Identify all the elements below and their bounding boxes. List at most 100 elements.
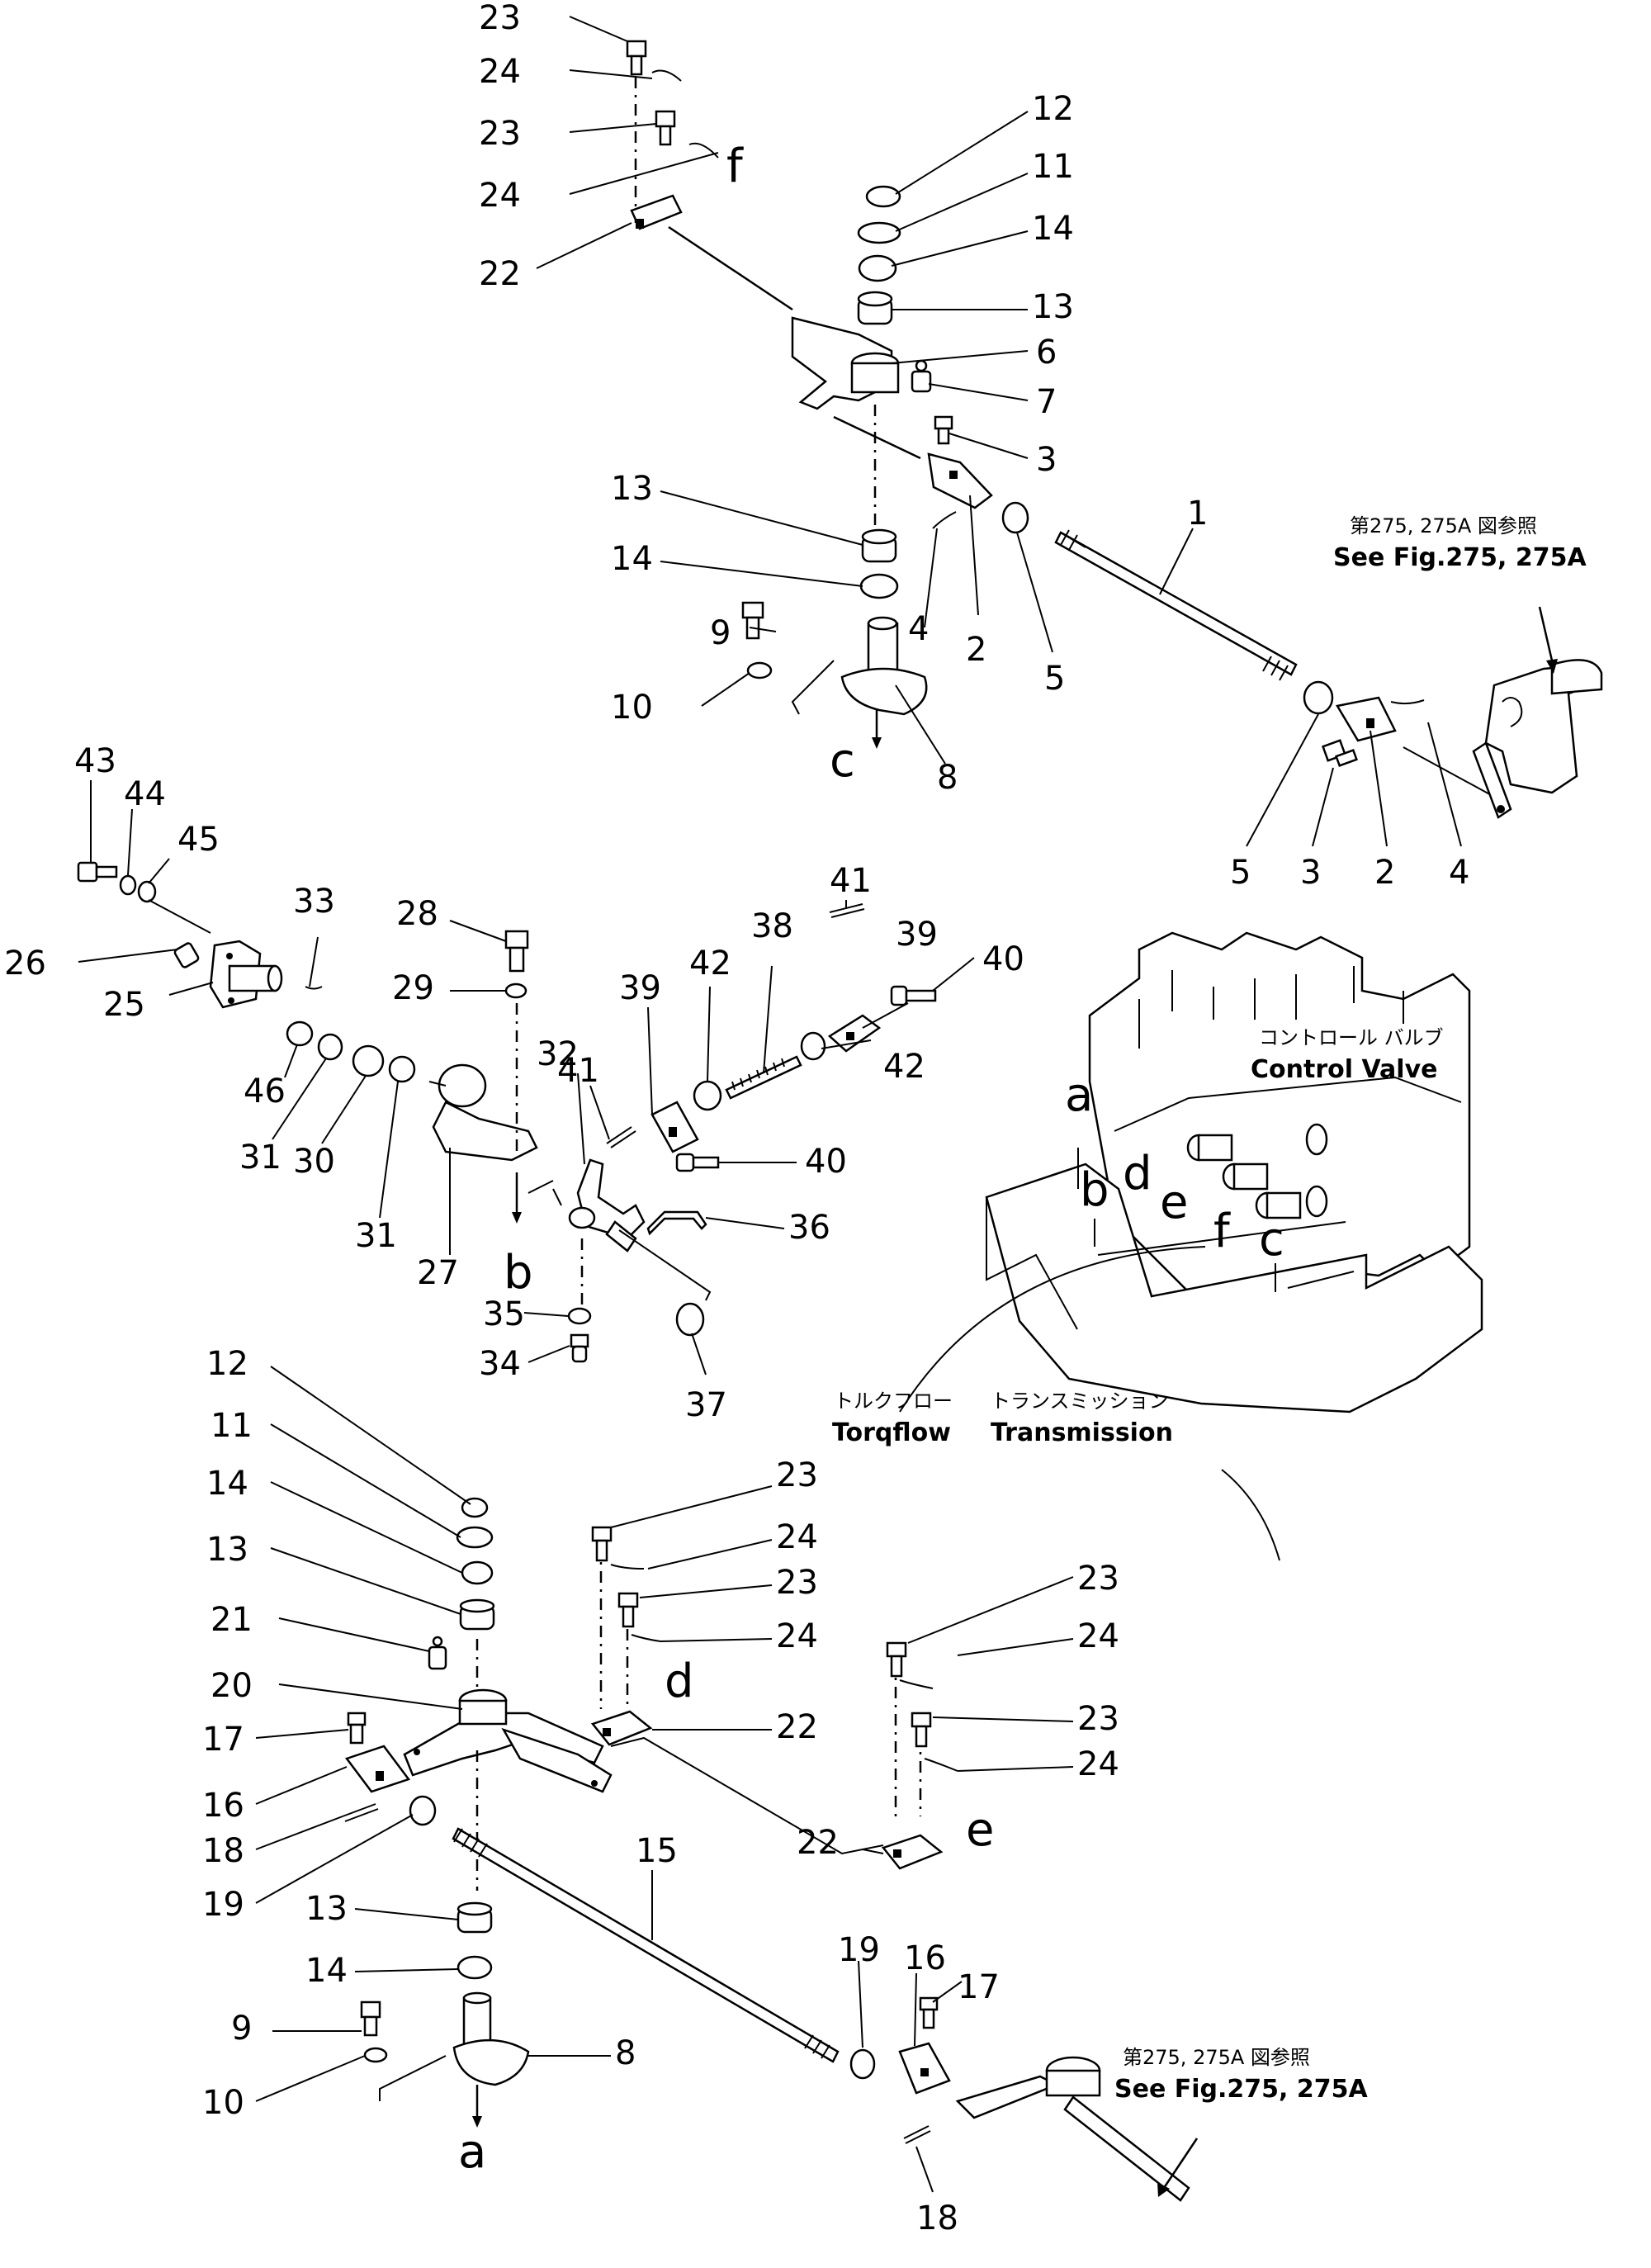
callout-number: 8 (937, 759, 958, 797)
callout-number: 4 (1449, 854, 1469, 892)
hex-nut-icon (800, 1031, 826, 1061)
hex-nut-icon (859, 573, 899, 599)
clevis-yoke-icon (881, 1834, 944, 1870)
callout-number: 16 (904, 1939, 946, 1977)
ref-letter-e: e (966, 1803, 994, 1857)
callout-number: 13 (206, 1531, 248, 1569)
bellcrank-lever-icon (403, 1688, 613, 1793)
callout-number: 25 (103, 986, 145, 1024)
callout-number: 23 (1077, 1700, 1119, 1738)
grease-fitting-icon (173, 942, 200, 968)
cotter-pin-icon (631, 1634, 661, 1642)
callout-number: 38 (751, 907, 793, 945)
callout-number: 42 (689, 945, 731, 982)
callout-number: 3 (1300, 854, 1321, 892)
transmission-label-jp: トランスミッション (991, 1390, 1169, 1413)
control-valve-transmission-group (899, 931, 1483, 1561)
hex-bolt-icon (675, 1153, 720, 1172)
washer-icon (746, 661, 773, 679)
callout-number: 5 (1044, 660, 1065, 698)
ref-letter-d: d (665, 1655, 694, 1708)
washer-icon (567, 1307, 592, 1325)
callout-number: 24 (1077, 1745, 1119, 1783)
callout-number: 18 (916, 2199, 958, 2237)
hex-nut-icon (317, 1033, 343, 1061)
callout-number: 45 (177, 821, 220, 859)
bushing-icon (459, 1598, 495, 1631)
cotter-pin-icon (610, 1564, 645, 1570)
cotter-pin-icon (924, 1758, 958, 1772)
bushing-icon (861, 528, 897, 563)
callout-number: 6 (1036, 334, 1057, 372)
ref-letter-a: a (1065, 1068, 1093, 1122)
hex-nut-icon (1001, 501, 1029, 534)
callout-number: 17 (202, 1721, 244, 1759)
callout-numbers: 23 24 23 24 22 12 11 14 13 6 7 3 13 14 2… (4, 0, 1469, 2237)
callout-number: 39 (619, 969, 661, 1007)
callout-number: 24 (776, 1617, 818, 1655)
washer-icon (456, 1526, 494, 1549)
callout-number: 23 (776, 1456, 818, 1494)
bushing-icon (857, 291, 893, 325)
hex-bolt-icon (77, 861, 118, 883)
shaft-lever-icon (840, 616, 928, 716)
assembly-labels: コントロール バルブ Control Valve トルクフロー Torqflow… (832, 1026, 1444, 1447)
callout-number: 29 (392, 969, 434, 1007)
ref-letter-c: c (830, 734, 855, 788)
cotter-pin-icon (651, 69, 682, 82)
cotter-pin-icon (932, 511, 957, 529)
callout-number: 24 (479, 53, 521, 91)
callout-number: 12 (206, 1345, 248, 1383)
torqflow-label-en: Torqflow (832, 1418, 951, 1447)
bellcrank-lever-icon (432, 1063, 538, 1162)
cotter-pin-icon (688, 142, 719, 159)
reference-letters: f c b a b d e f c d e a (458, 140, 1284, 2179)
control-valve-label-en: Control Valve (1251, 1055, 1437, 1084)
callout-number: 14 (206, 1465, 248, 1503)
valve-port-icon (1305, 1123, 1328, 1218)
callout-number: 32 (537, 1035, 579, 1073)
clevis-yoke-icon (650, 1101, 699, 1153)
washer-icon (286, 1020, 314, 1047)
referenced-lever-unit-icon (955, 2056, 1190, 2202)
reference-notes: 第275, 275A 図参照 See Fig.275, 275A 第275, 2… (1114, 514, 1587, 2104)
callout-number: 21 (211, 1601, 253, 1639)
callout-number: 34 (479, 1345, 521, 1383)
callout-number: 41 (557, 1052, 599, 1090)
callout-number: 19 (202, 1886, 244, 1924)
callout-number: 5 (1230, 854, 1251, 892)
callout-number: 15 (636, 1832, 678, 1870)
valve-spool-f-icon (1255, 1191, 1302, 1219)
torqflow-label-jp: トルクフロー (834, 1390, 953, 1413)
callout-number: 14 (611, 540, 653, 578)
referenced-valve-unit-icon (1472, 659, 1603, 819)
callout-number: 24 (479, 177, 521, 215)
ref-letter-b: b (1080, 1163, 1109, 1217)
shaft-lever-icon (452, 1991, 530, 2086)
callout-number: 8 (615, 2034, 636, 2072)
callout-number: 2 (966, 631, 986, 669)
hex-nut-icon (457, 1955, 493, 1980)
callout-number: 33 (293, 883, 335, 921)
washer-icon (363, 2047, 388, 2063)
bushing-icon (352, 1044, 385, 1077)
bellcrank-lever-icon (791, 316, 900, 410)
clevis-yoke-icon (898, 2042, 951, 2095)
ref-letter-e: e (1160, 1176, 1188, 1229)
callout-number: 3 (1036, 441, 1057, 479)
cotter-pin-icon (305, 986, 323, 990)
hex-bolt-icon (911, 1712, 932, 1748)
hex-bolt-icon (347, 1712, 367, 1745)
threaded-rod-icon (725, 1055, 802, 1100)
callout-number: 12 (1032, 90, 1074, 128)
cotter-pin-icon (342, 1803, 379, 1822)
hex-bolt-icon (626, 40, 647, 76)
hex-bolt-icon (934, 415, 953, 445)
callout-number: 23 (776, 1564, 818, 1602)
hex-nut-icon (461, 1560, 494, 1585)
callout-number: 22 (479, 255, 521, 293)
lower-linkage-group (342, 1497, 1199, 2202)
callout-number: 14 (305, 1952, 348, 1990)
callout-number: 18 (202, 1832, 244, 1870)
transmission-label-en: Transmission (991, 1418, 1173, 1447)
